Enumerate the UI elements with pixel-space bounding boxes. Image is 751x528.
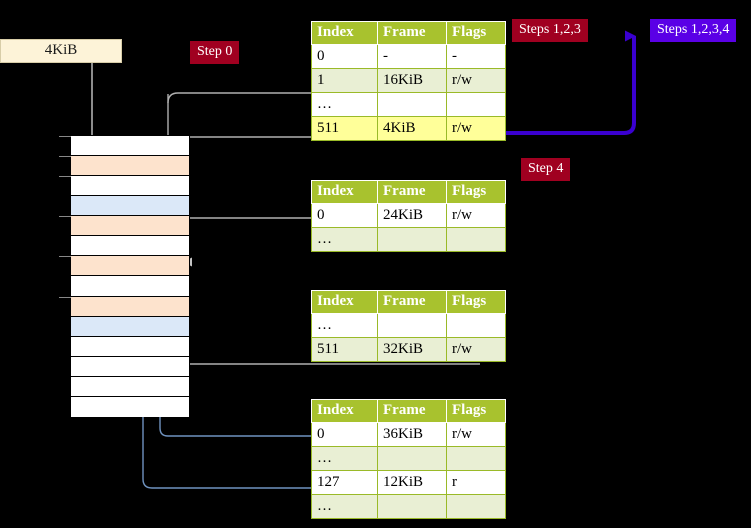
memory-row (71, 176, 189, 197)
memory-row (71, 236, 189, 257)
table-cell (446, 494, 506, 519)
column-header: Index (311, 180, 378, 204)
steps1234-label: Steps 1,2,3,4 (657, 22, 730, 37)
column-header: Frame (377, 399, 447, 423)
table-cell: 12KiB (377, 470, 447, 495)
column-header: Flags (446, 290, 506, 314)
memory-column (59, 135, 190, 417)
table-cell (377, 227, 447, 252)
table-cell (377, 494, 447, 519)
column-header: Index (311, 290, 378, 314)
memory-row-tick (59, 216, 71, 218)
memory-row (71, 196, 189, 217)
table-cell: r (446, 470, 506, 495)
table-row: … (311, 227, 506, 252)
table-cell: r/w (446, 116, 506, 141)
table-cell: r/w (446, 68, 506, 93)
table-row: … (311, 446, 506, 471)
table-cell: 127 (311, 470, 378, 495)
memory-row (71, 256, 189, 277)
table-cell (377, 446, 447, 471)
table-row: … (311, 494, 506, 519)
memory-row (71, 396, 189, 417)
memory-row (71, 276, 189, 297)
table-cell: … (311, 92, 378, 117)
memory-row-tick (59, 156, 71, 158)
column-header: Flags (446, 399, 506, 423)
memory-row (71, 156, 189, 177)
table-cell: 511 (311, 116, 378, 141)
memory-row (71, 356, 189, 377)
table-cell: 4KiB (377, 116, 447, 141)
column-header: Frame (377, 290, 447, 314)
steps123-label: Steps 1,2,3 (519, 22, 581, 37)
column-header: Flags (446, 180, 506, 204)
column-header: Flags (446, 21, 506, 45)
table-cell: 32KiB (377, 337, 447, 362)
table-cell (446, 227, 506, 252)
table-cell (377, 92, 447, 117)
steps123-badge: Steps 1,2,3 (512, 19, 588, 42)
table-cell: r/w (446, 422, 506, 447)
table-cell: … (311, 446, 378, 471)
table-cell: 0 (311, 422, 378, 447)
column-header: Index (311, 21, 378, 45)
table-cell: … (311, 494, 378, 519)
table-cell (446, 446, 506, 471)
table-cell (446, 92, 506, 117)
column-header: Frame (377, 21, 447, 45)
table-cell: - (377, 44, 447, 69)
table-cell: r/w (446, 337, 506, 362)
memory-row-tick (59, 136, 71, 137)
memory-row (71, 296, 189, 317)
table-cell (377, 313, 447, 338)
table-cell: 511 (311, 337, 378, 362)
memory-row (71, 316, 189, 337)
table-cell: … (311, 227, 378, 252)
table-cell: - (446, 44, 506, 69)
step0-badge: Step 0 (190, 41, 240, 64)
step0-label: Step 0 (197, 44, 233, 59)
table-cell: r/w (446, 203, 506, 228)
table-cell: 24KiB (377, 203, 447, 228)
table-cell (446, 313, 506, 338)
memory-row-tick (59, 296, 71, 298)
kib-label-text: 4KiB (44, 42, 78, 58)
table-cell: 0 (311, 203, 378, 228)
memory-row (71, 336, 189, 357)
step4-badge: Step 4 (521, 158, 571, 181)
step4-label: Step 4 (528, 161, 564, 176)
table-row: … (311, 92, 506, 117)
memory-row (71, 136, 189, 157)
steps1234-badge: Steps 1,2,3,4 (650, 19, 737, 42)
memory-row-tick (59, 176, 71, 178)
column-header: Frame (377, 180, 447, 204)
kib-label-box: 4KiB (0, 39, 122, 63)
table-cell: 16KiB (377, 68, 447, 93)
table-row: … (311, 313, 506, 338)
table-cell: … (311, 313, 378, 338)
table-cell: 0 (311, 44, 378, 69)
table-row: 0-- (311, 44, 506, 69)
column-header: Index (311, 399, 378, 423)
memory-row-tick (59, 256, 71, 258)
table-cell: 36KiB (377, 422, 447, 447)
memory-row (71, 216, 189, 237)
memory-row (71, 376, 189, 397)
table-cell: 1 (311, 68, 378, 93)
